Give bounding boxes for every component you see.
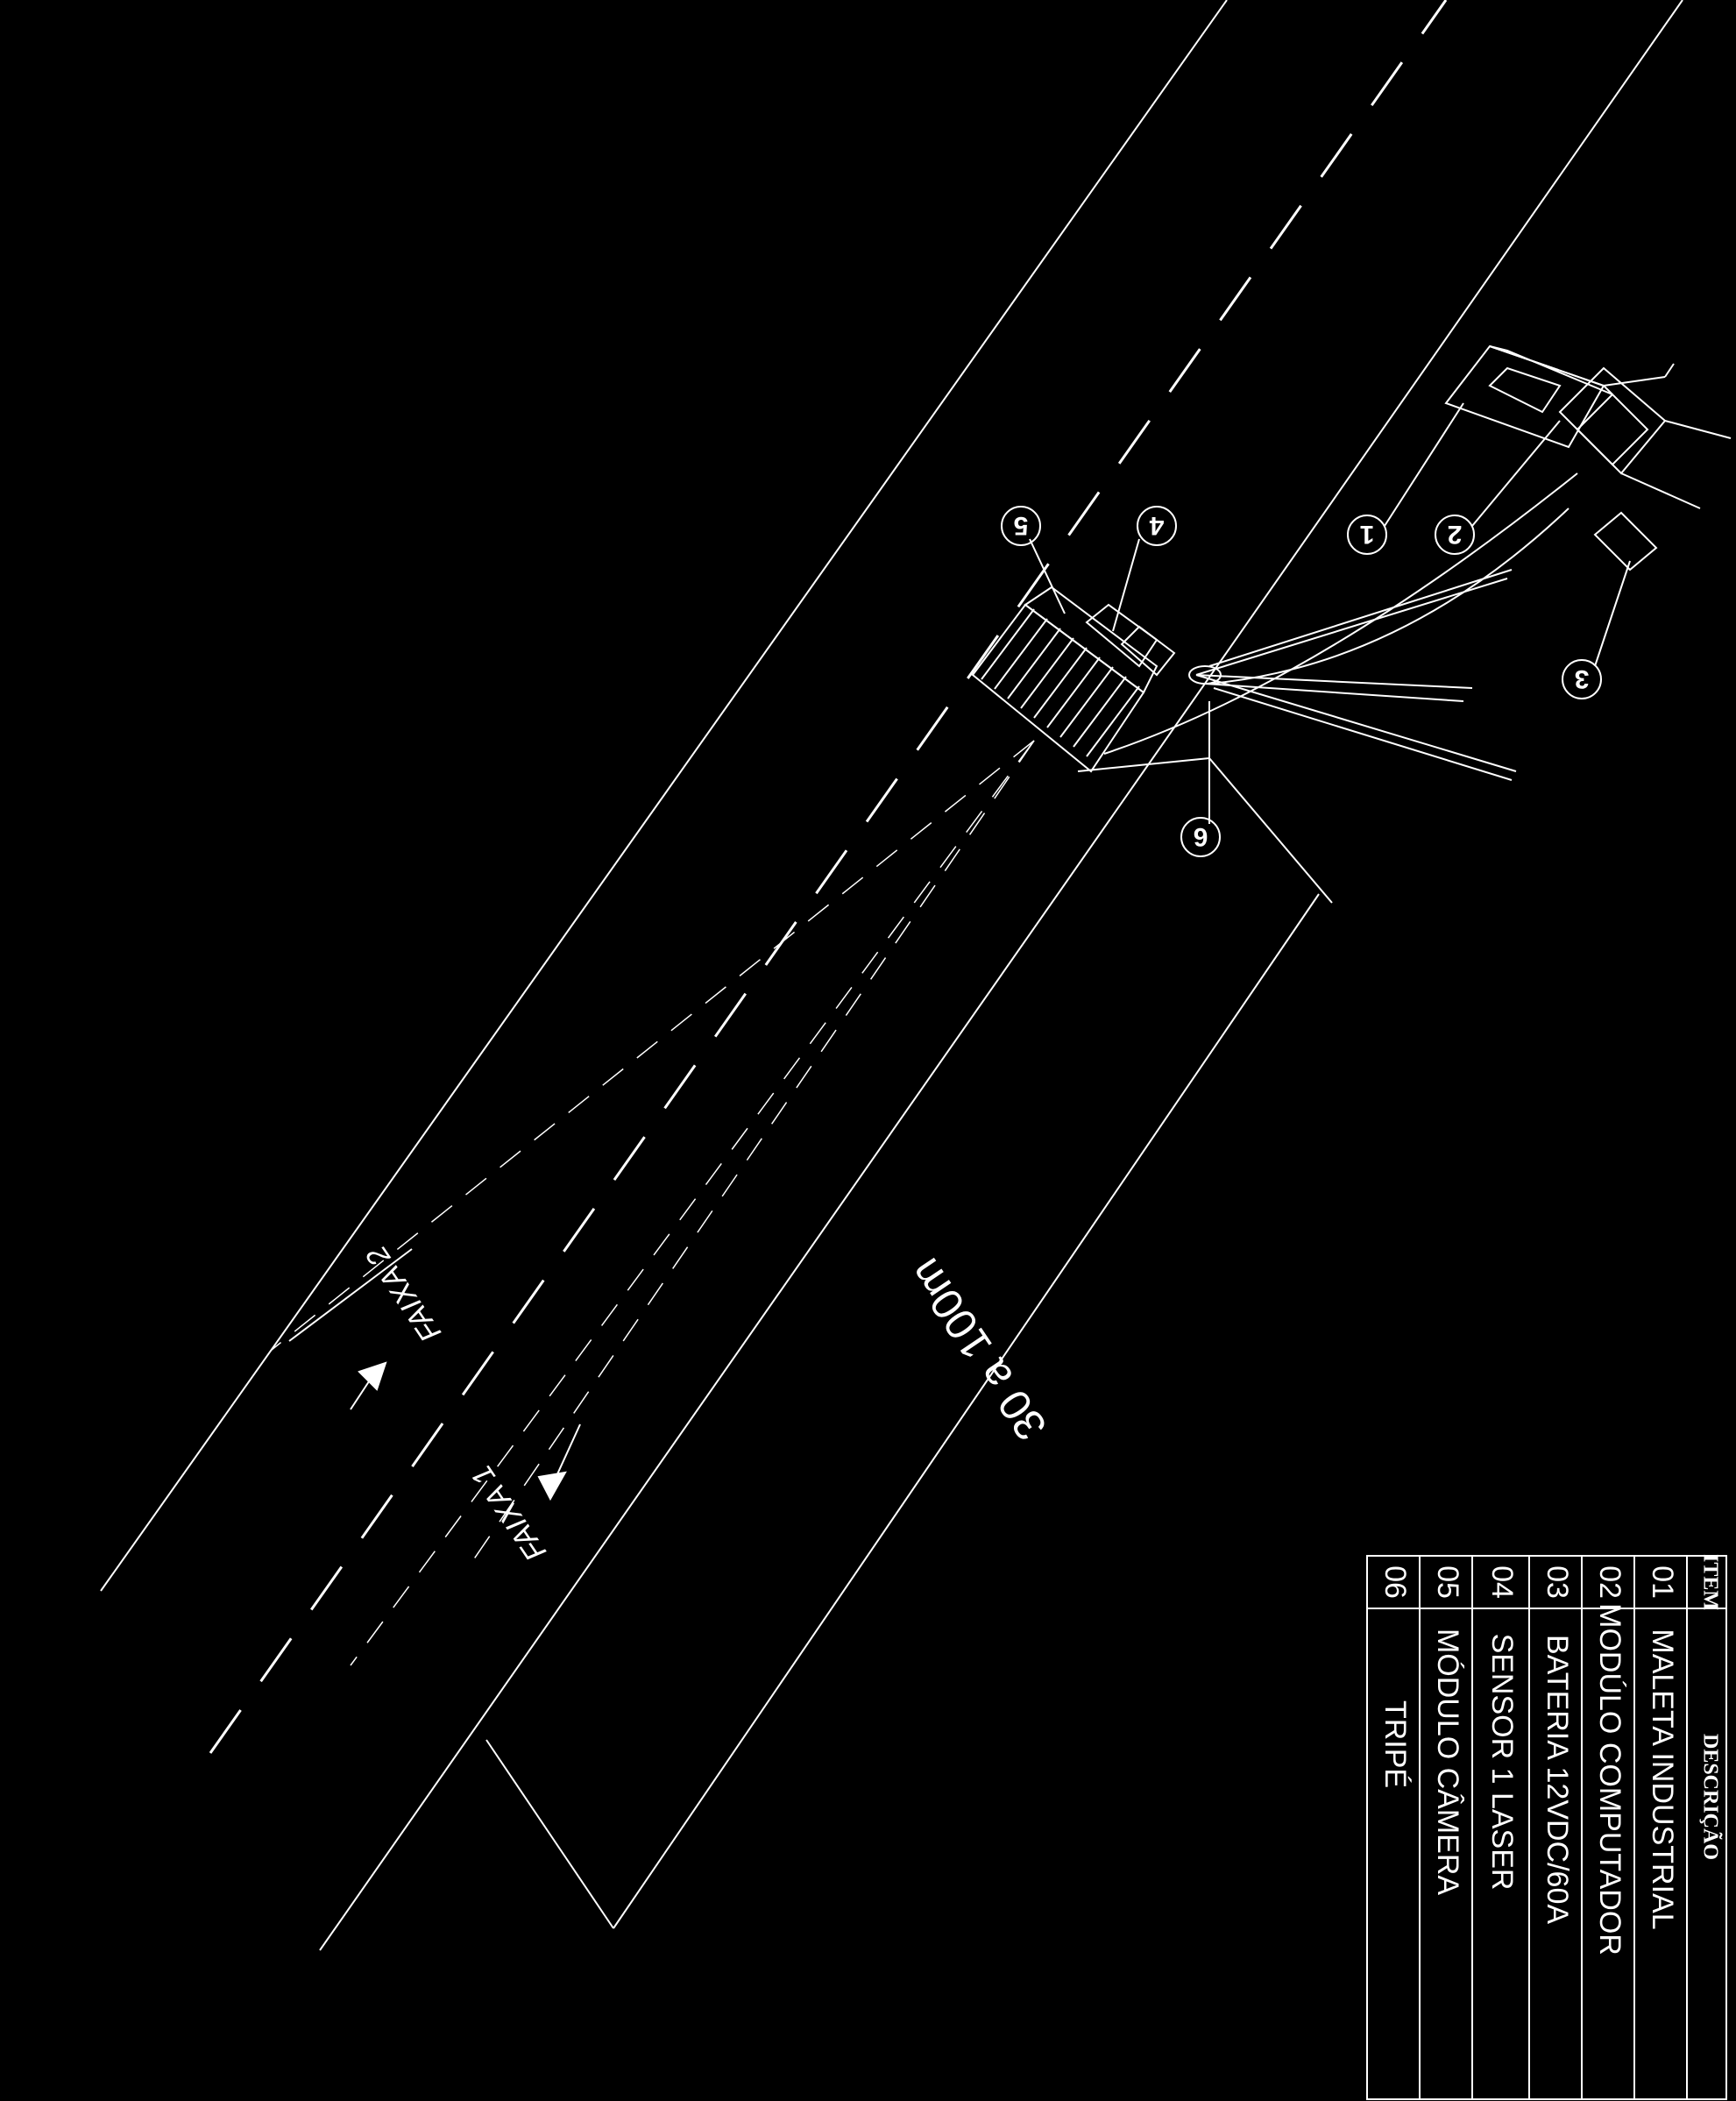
svg-text:3: 3	[1575, 664, 1590, 693]
camera-module	[971, 586, 1159, 773]
table-row-04-desc: SENSOR 1 LASER	[1485, 1634, 1519, 1891]
road-edge-upper	[100, 0, 1228, 1592]
table-row-03-desc: BATERIA 12VDC/60A	[1541, 1635, 1574, 1924]
table-row-02-item: 02	[1593, 1565, 1626, 1599]
callout-3: 3	[1562, 560, 1631, 699]
svg-text:5: 5	[1014, 511, 1029, 540]
camera-view-cone	[271, 740, 1035, 1666]
table-row-06-desc: TRIPÉ	[1378, 1700, 1412, 1788]
callout-1: 1	[1347, 402, 1464, 555]
callout-6: 6	[1180, 701, 1221, 857]
table-header-description: DESCRIÇÃO	[1698, 1734, 1721, 1860]
table-row-05-item: 05	[1431, 1565, 1464, 1599]
svg-text:2: 2	[1448, 520, 1463, 549]
svg-text:6: 6	[1194, 822, 1208, 851]
table-row-05-desc: MÓDULO CÂMERA	[1431, 1629, 1464, 1895]
table-row-01-desc: MALETA INDUSTRIAL	[1646, 1629, 1679, 1929]
svg-text:4: 4	[1149, 511, 1164, 540]
camera-hatching	[981, 608, 1140, 757]
distance-label: 30 a 100m	[900, 1250, 1057, 1449]
table-row-01-item: 01	[1646, 1565, 1679, 1599]
tripod	[1188, 569, 1517, 781]
table-header-item: ITEM	[1698, 1554, 1721, 1610]
lane-2-marker: FAIXA 2	[350, 1240, 448, 1410]
distance-dimension	[485, 757, 1333, 1929]
callout-4: 4	[1112, 506, 1177, 632]
callout-2: 2	[1435, 420, 1561, 555]
industrial-case	[1444, 344, 1732, 509]
road-edge-lower	[319, 0, 1683, 1951]
lane-1-label: FAIXA 1	[465, 1459, 553, 1567]
cable-2	[1208, 508, 1569, 685]
cable	[1103, 472, 1578, 755]
svg-text:1: 1	[1360, 520, 1375, 549]
table-row-04-item: 04	[1485, 1565, 1519, 1599]
parts-table: 06 TRIPÉ 05 MÓDULO CÂMERA 04 SENSOR 1 LA…	[1366, 1554, 1727, 2100]
lane-divider-dashed	[209, 0, 1448, 1754]
table-row-06-item: 06	[1378, 1565, 1412, 1599]
lane-1-marker: FAIXA 1	[465, 1423, 581, 1567]
table-row-03-item: 03	[1541, 1565, 1574, 1599]
laser-sensor	[1120, 625, 1176, 677]
callout-5: 5	[1001, 506, 1066, 614]
battery	[1593, 511, 1658, 571]
table-row-02-desc: MODÚLO COMPUTADOR	[1593, 1603, 1626, 1955]
